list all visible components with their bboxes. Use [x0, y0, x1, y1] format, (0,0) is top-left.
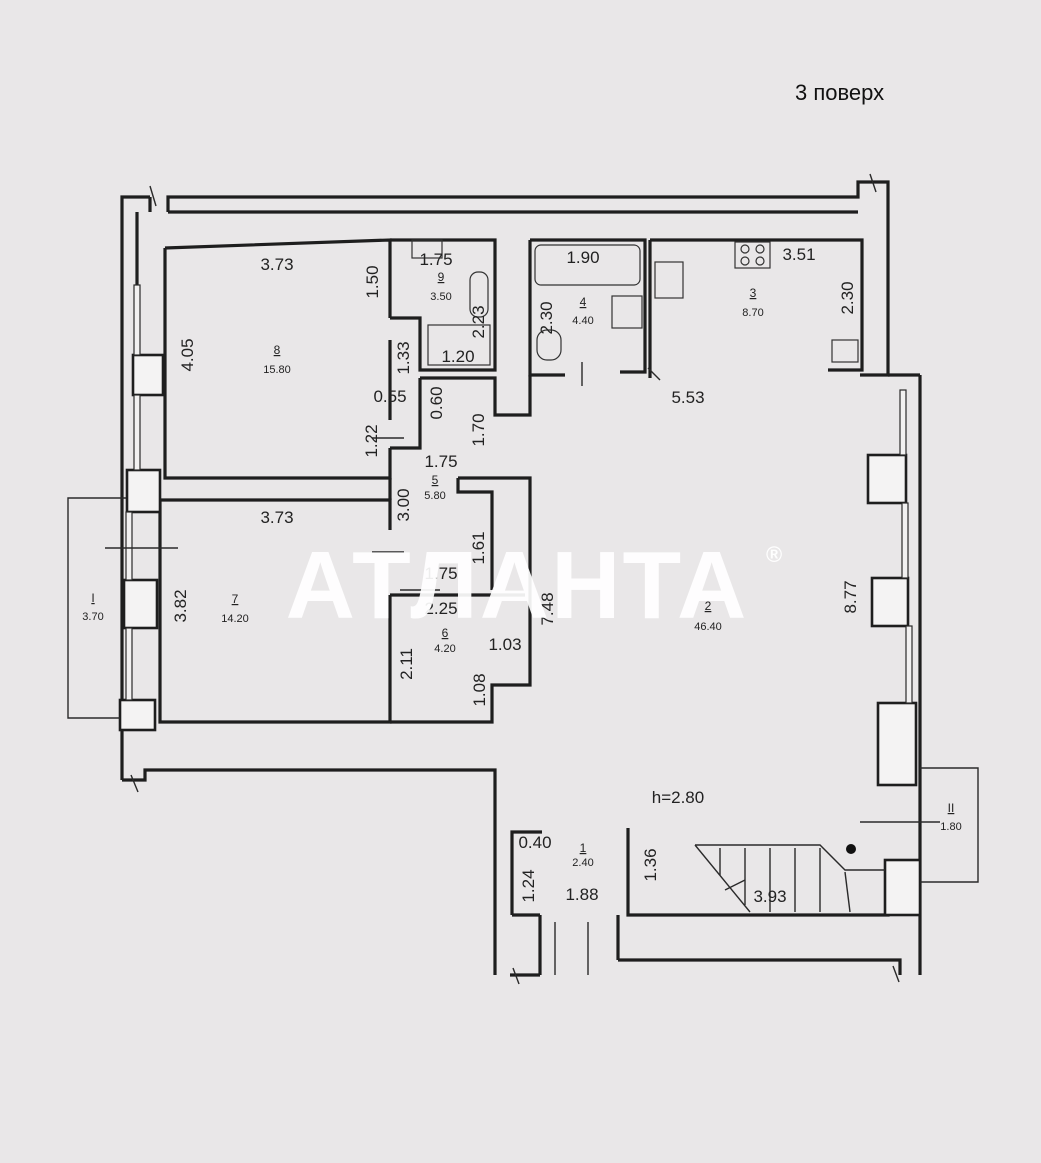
room-area: 15.80: [263, 364, 291, 376]
dimension-labels: 3.73 1.50 1.75 2.23 1.20 1.90 2.30 3.51 …: [171, 245, 860, 906]
room-number: 9: [438, 270, 445, 284]
room-number: 8: [274, 343, 281, 357]
room-number: II: [948, 801, 955, 815]
staircase: [694, 844, 885, 913]
room-area: 8.70: [742, 307, 763, 319]
dimension-label: 1.36: [641, 848, 660, 881]
room-labels: 1 2.40 2 46.40 3 8.70 4 4.40 5 5.80 6 4.…: [82, 270, 961, 869]
room-number: 6: [442, 626, 449, 640]
room-number: 7: [232, 592, 239, 606]
dimension-label: 3.73: [260, 255, 293, 274]
dimension-label: 4.05: [178, 338, 197, 371]
dimension-label: 1.03: [488, 635, 521, 654]
dimension-label: 1.90: [566, 248, 599, 267]
dimension-label: 1.75: [424, 452, 457, 471]
dimension-label: 1.88: [565, 885, 598, 904]
dimension-label: 2.30: [838, 281, 857, 314]
interior-walls: [158, 238, 890, 917]
room-number: 2: [705, 599, 712, 613]
floor-label: 3 поверх: [795, 80, 884, 105]
dimension-label: 1.33: [394, 341, 413, 374]
dimension-label: 1.08: [470, 673, 489, 706]
balconies: [67, 497, 979, 883]
room-area: 4.20: [434, 643, 455, 655]
room-area: 14.20: [221, 613, 249, 625]
ceiling-height-label: h=2.80: [652, 788, 704, 807]
dimension-label: 1.24: [519, 869, 538, 902]
dimension-label: 1.75: [424, 564, 457, 583]
dimension-label: 1.61: [469, 531, 488, 564]
room-area: 2.40: [572, 857, 593, 869]
dimension-label: 3.93: [753, 887, 786, 906]
windows: [118, 284, 922, 917]
watermark-logo: АТЛАНТА: [286, 532, 749, 639]
dimension-label: 7.48: [538, 592, 557, 625]
dimension-label: 3.51: [782, 245, 815, 264]
dimension-label: 3.73: [260, 508, 293, 527]
room-area: 3.50: [430, 291, 451, 303]
watermark: АТЛАНТА ®: [286, 532, 783, 639]
room-number: 4: [580, 295, 587, 309]
room-area: 5.80: [424, 490, 445, 502]
fixtures: [411, 239, 859, 366]
dimension-label: 2.30: [537, 301, 556, 334]
dimension-label: 1.20: [441, 347, 474, 366]
dimension-label: 2.25: [424, 599, 457, 618]
doors: [372, 362, 661, 975]
dimension-label: 2.23: [469, 305, 488, 338]
dimension-label: 0.40: [518, 833, 551, 852]
dimension-label: 8.77: [841, 580, 860, 613]
room-area: 46.40: [694, 621, 722, 633]
dimension-label: 1.50: [363, 265, 382, 298]
dimension-label: 2.11: [397, 648, 416, 680]
room-number: I: [91, 591, 94, 605]
room-number: 3: [750, 286, 757, 300]
dimension-label: 0.60: [427, 386, 446, 419]
room-area: 4.40: [572, 315, 593, 327]
dimension-label: 1.70: [469, 413, 488, 446]
dimension-label: 3.82: [171, 589, 190, 622]
room-area: 3.70: [82, 611, 103, 623]
dimension-label: 3.00: [394, 488, 413, 521]
registered-mark: ®: [766, 542, 782, 567]
room-number: 1: [580, 841, 587, 855]
dimension-label: 1.22: [362, 424, 381, 457]
dimension-label: 1.75: [419, 250, 452, 269]
dimension-label: 5.53: [671, 388, 704, 407]
dimension-label: 0.55: [373, 387, 406, 406]
room-area: 1.80: [940, 821, 961, 833]
room-number: 5: [432, 473, 439, 487]
